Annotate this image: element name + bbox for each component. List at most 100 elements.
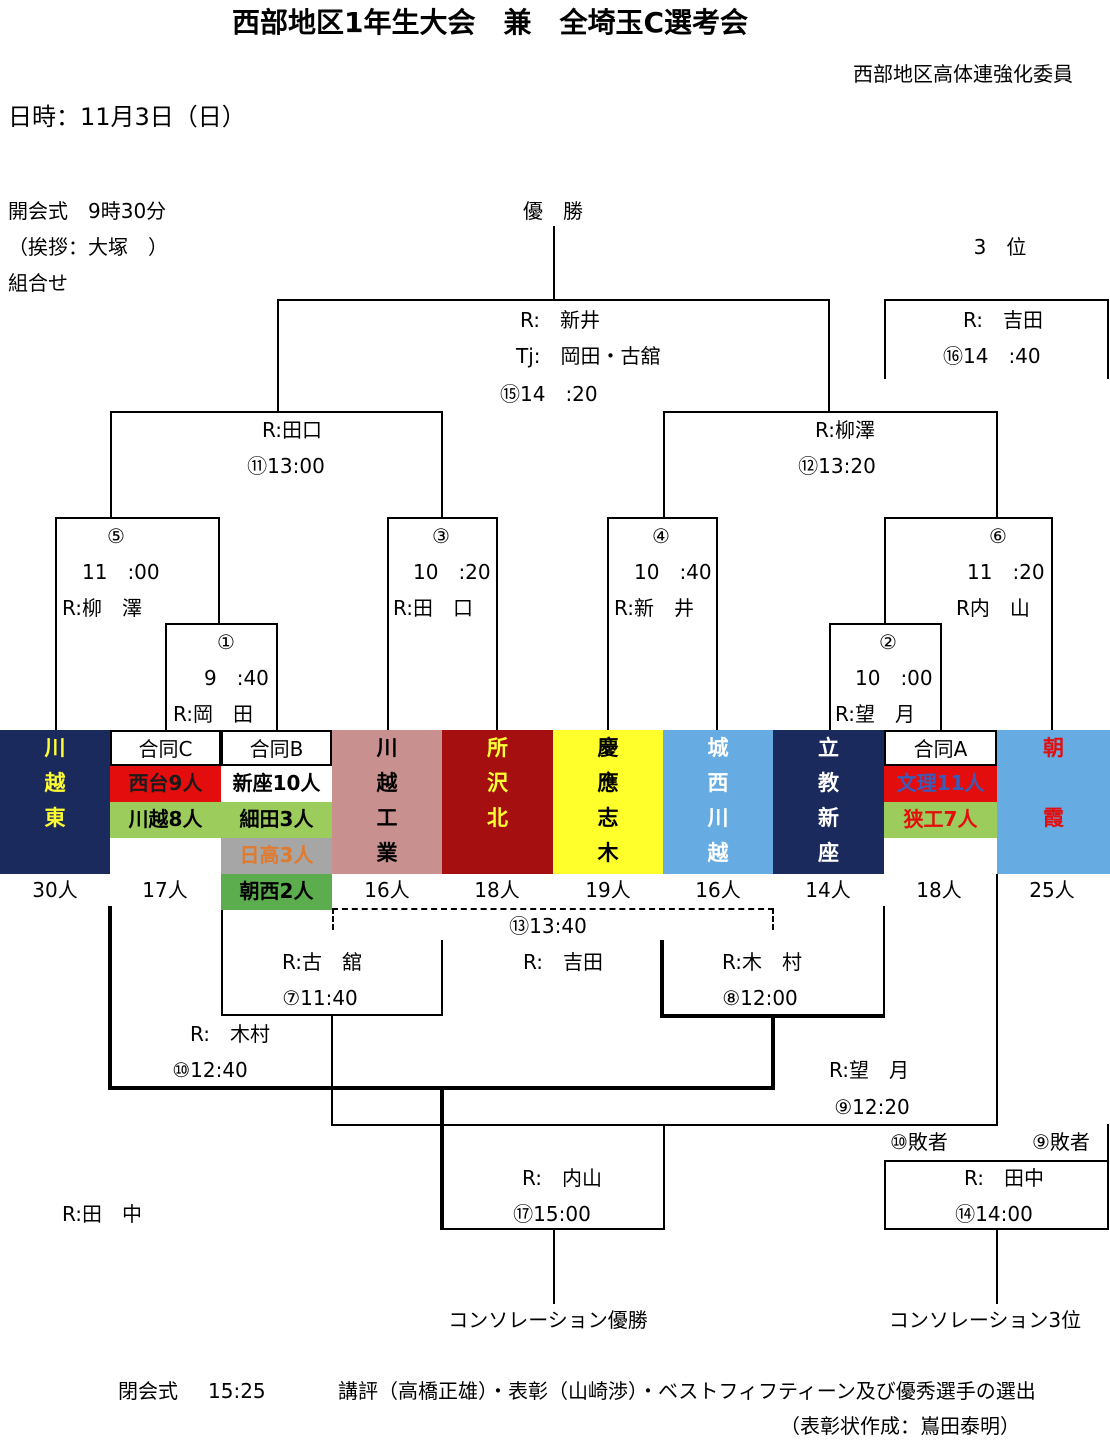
m9-time: ⑨12:20 <box>834 1095 910 1119</box>
closing-ceremony: 閉会式 <box>118 1379 178 1403</box>
team-char: 志 <box>597 806 619 830</box>
team-char: 城 <box>707 736 729 760</box>
team-count: 19人 <box>585 878 631 902</box>
qf4-referee: R:新 井 <box>614 596 695 620</box>
team-char: 教 <box>818 771 839 795</box>
consolation-champion: コンソレーション優勝 <box>448 1308 648 1332</box>
team-kawagoe-higashi: 川 越 東 <box>0 730 110 874</box>
team-char: 東 <box>44 806 66 830</box>
joint-a-member: 狭工7人 <box>884 802 997 838</box>
qf4-left-leg <box>607 517 609 730</box>
m13-dashed-bar <box>332 908 774 910</box>
third-right-leg <box>1107 299 1109 379</box>
qf5-bar <box>55 517 220 519</box>
semi11-right-leg <box>441 411 443 518</box>
m8-left-leg <box>660 940 664 1018</box>
team-char: 業 <box>376 841 398 865</box>
opening-ceremony: 開会式 9時30分 <box>8 199 167 223</box>
joint-c-member: 西台9人 <box>110 766 221 802</box>
third-left-leg <box>884 299 886 379</box>
m7-referee: R:古 舘 <box>281 950 363 974</box>
m7-time: ⑦11:40 <box>282 986 358 1010</box>
joint-c-member: 川越8人 <box>110 802 221 838</box>
qf6-number: ⑥ <box>989 524 1007 548</box>
team-kawagoe-kogyo: 川 越 工 業 <box>332 730 442 874</box>
m17-referee: R: 内山 <box>521 1166 603 1190</box>
referee-left: R:田 中 <box>62 1202 143 1226</box>
r2-number: ② <box>879 630 897 654</box>
team-char: 座 <box>818 841 839 865</box>
final-stem <box>553 226 555 300</box>
qf3-number: ③ <box>432 524 450 548</box>
final-table-judge: Tj: 岡田・古舘 <box>516 344 661 368</box>
qf5-referee: R:柳 澤 <box>62 596 143 620</box>
r1-time: 9 :40 <box>204 666 269 690</box>
pairing-label: 組合せ <box>8 271 68 295</box>
team-count: 16人 <box>364 878 410 902</box>
team-char: 西 <box>707 771 729 795</box>
third-place-label: 3 位 <box>973 235 1027 259</box>
team-char: 慶 <box>597 736 619 760</box>
m13-dashed-leg <box>332 908 334 930</box>
final-right-leg <box>828 299 830 412</box>
final-time: ⑮14 :20 <box>500 382 598 406</box>
m8-time: ⑧12:00 <box>722 986 798 1010</box>
r2-bar <box>829 623 942 625</box>
team-char: 川 <box>44 736 66 760</box>
team-char: 川 <box>707 806 729 830</box>
joint-b-member: 日高3人 <box>221 838 332 874</box>
qf5-right-leg <box>218 517 220 624</box>
loser-m9: ⑨敗者 <box>1032 1130 1090 1154</box>
r1-number: ① <box>217 630 235 654</box>
m13-dashed-leg <box>772 908 774 930</box>
joint-b-member: 朝西2人 <box>221 874 332 910</box>
team-char: 越 <box>44 771 66 795</box>
team-keio-shiki: 慶 應 志 木 <box>553 730 663 874</box>
r2-left-leg <box>829 623 831 730</box>
team-josai-kawagoe: 城 西 川 越 <box>663 730 773 874</box>
r2-right-leg <box>940 623 942 730</box>
m14-right-leg <box>1107 1124 1109 1230</box>
m17-right-leg <box>663 1124 665 1230</box>
qf5-left-leg <box>55 517 57 730</box>
joint-a-member: 文理11人 <box>884 766 997 802</box>
qf3-right-leg <box>496 517 498 730</box>
team-char: 霞 <box>1043 806 1064 830</box>
m13-referee: R: 吉田 <box>522 950 604 974</box>
semi12-bar <box>663 411 998 413</box>
m17-time: ⑰15:00 <box>513 1202 591 1226</box>
semi11-referee: R:田口 <box>261 418 323 442</box>
team-char: 立 <box>818 736 839 760</box>
event-date: 日時：11月3日（日） <box>8 103 246 131</box>
team-tokorozawa-kita: 所 沢 北 <box>442 730 553 874</box>
team-char: 北 <box>487 806 508 830</box>
m7-left-leg <box>221 910 223 1016</box>
joint-b-member: 細田3人 <box>221 802 332 838</box>
final-referee: R: 新井 <box>520 308 601 332</box>
joint-b-member: 新座10人 <box>221 766 332 802</box>
qf6-referee: R内 山 <box>956 596 1030 620</box>
semi12-right-leg <box>996 411 998 518</box>
semi11-left-leg <box>110 411 112 518</box>
m14-referee: R: 田中 <box>963 1166 1045 1190</box>
qf6-time: 11 :20 <box>967 560 1045 584</box>
qf4-right-leg <box>716 517 718 730</box>
qf3-time: 10 :20 <box>413 560 491 584</box>
m17-stem <box>553 1228 555 1304</box>
m14-left-leg <box>884 1160 886 1230</box>
qf5-time: 11 :00 <box>82 560 160 584</box>
qf4-time: 10 :40 <box>634 560 712 584</box>
joint-c-header: 合同C <box>110 730 221 766</box>
champion-label: 優 勝 <box>523 199 583 223</box>
semi12-left-leg <box>663 411 665 518</box>
loser-m10: ⑩敗者 <box>890 1130 948 1154</box>
m10-left-leg <box>108 906 112 1090</box>
m7-right-leg <box>441 940 443 1016</box>
m10-time: ⑩12:40 <box>172 1058 248 1082</box>
qf3-left-leg <box>387 517 389 730</box>
team-char: 越 <box>376 771 398 795</box>
team-count: 17人 <box>142 878 188 902</box>
team-count: 25人 <box>1029 878 1075 902</box>
team-asaka: 朝 霞 <box>997 730 1110 874</box>
qf6-right-leg <box>1051 517 1053 730</box>
